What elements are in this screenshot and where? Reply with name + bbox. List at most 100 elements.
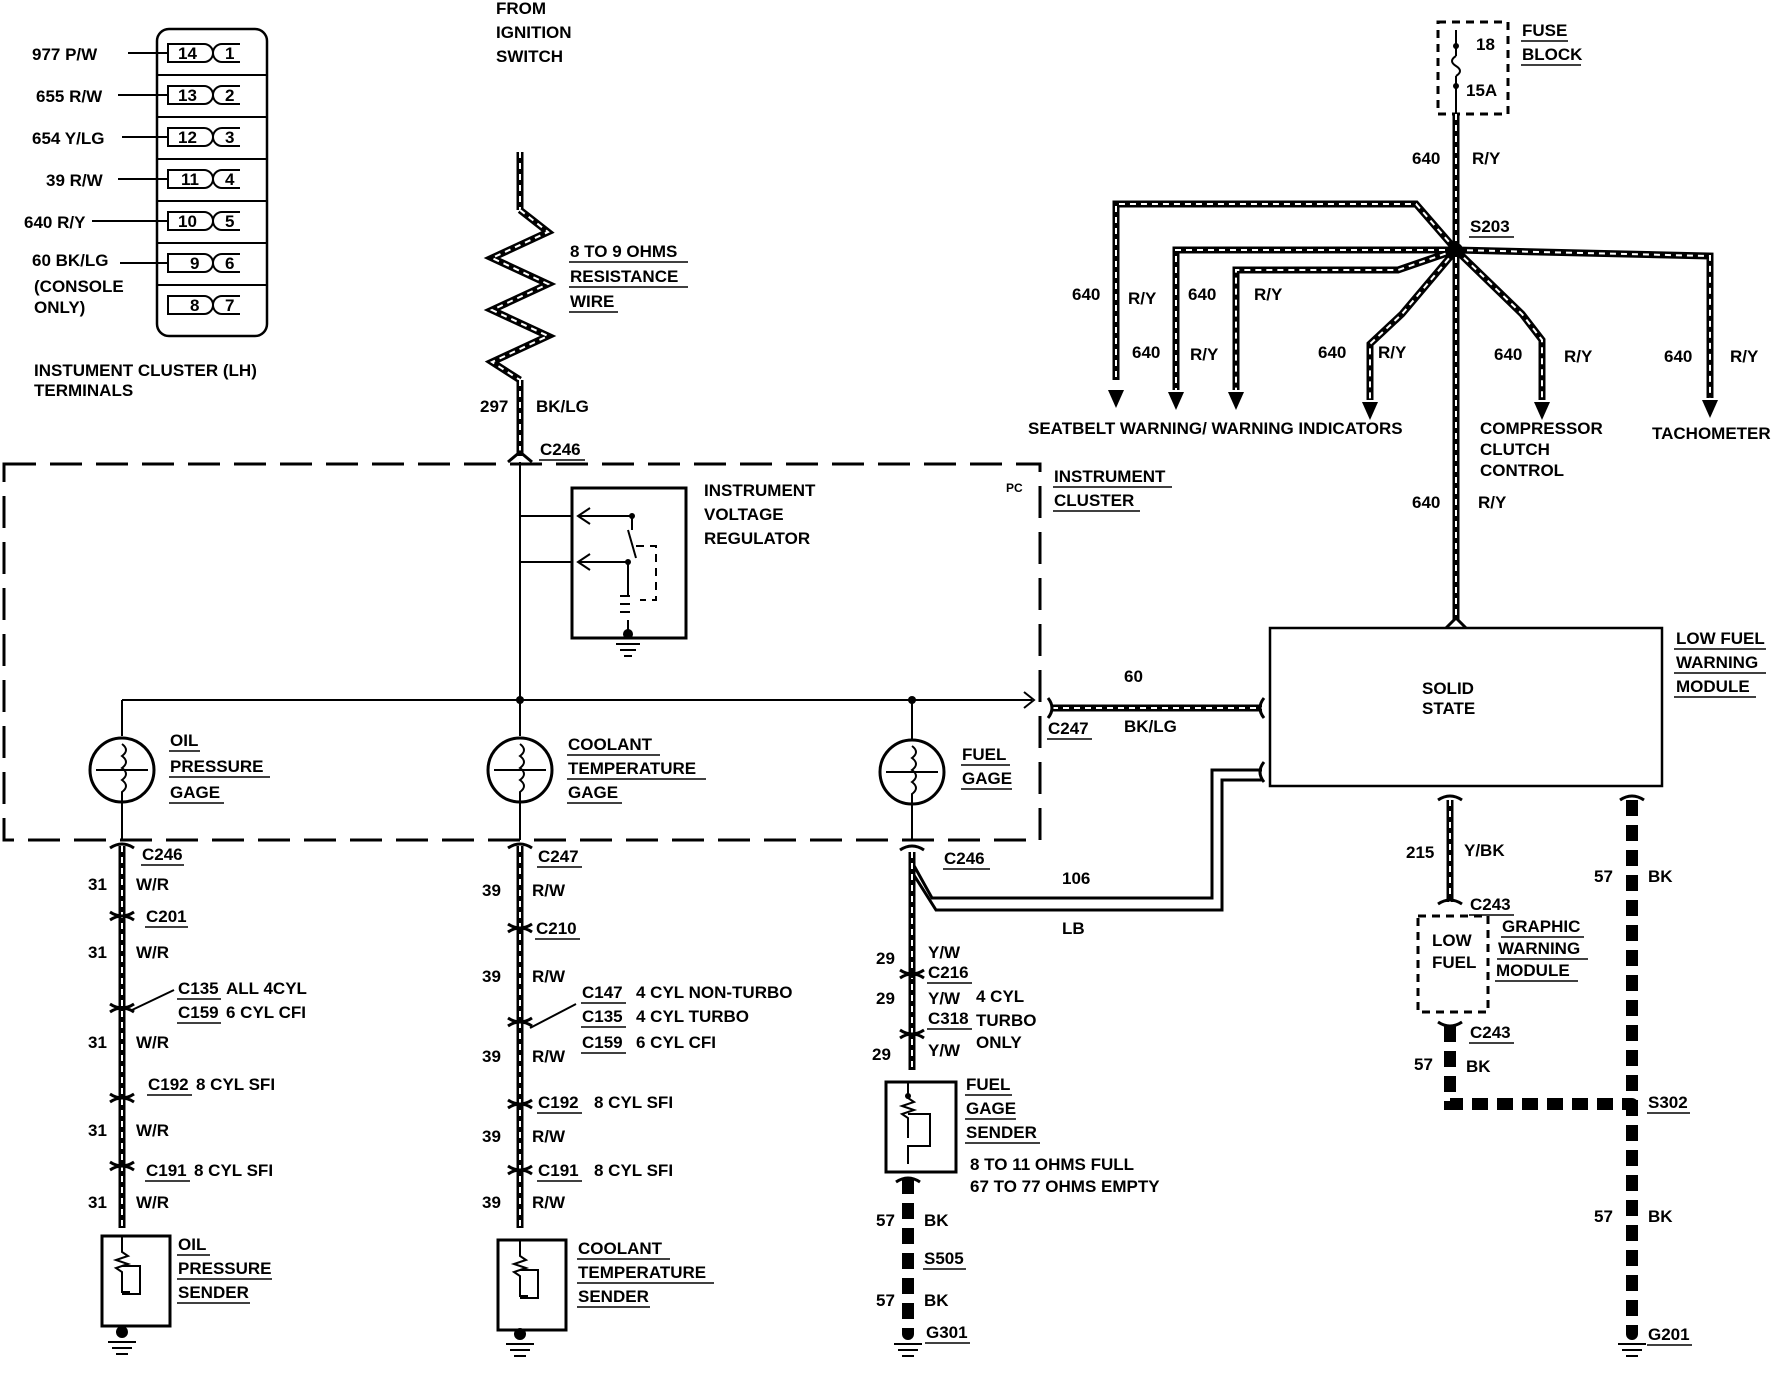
ignition-label: IGNITION — [496, 23, 572, 42]
fuse-block-label: BLOCK — [1522, 45, 1583, 64]
connector-id: C191 — [146, 1161, 187, 1180]
instrument-voltage-regulator: INSTRUMENT VOLTAGE REGULATOR — [519, 462, 816, 700]
connector-id: C135 — [582, 1007, 623, 1026]
connector-id: C247 — [1048, 719, 1089, 738]
connector-note: TURBO — [976, 1011, 1036, 1030]
coolant-temperature-circuit: COOLANT TEMPERATURE GAGE C247 C210 C147 … — [482, 700, 792, 1357]
fuse-block: 18 15A FUSE BLOCK — [1436, 20, 1583, 116]
console-note: ONLY) — [34, 298, 85, 317]
pin-9: 9 — [190, 254, 199, 273]
circuit-number: 640 — [1072, 285, 1100, 304]
circuit-number: 106 — [1062, 869, 1090, 888]
fuse-outline — [1436, 20, 1510, 116]
solid-state-box — [1268, 626, 1664, 788]
regulator-label: REGULATOR — [704, 529, 810, 548]
pin-6: 6 — [225, 254, 234, 273]
connector-id: C246 — [142, 845, 183, 864]
sender-label: SENDER — [178, 1283, 249, 1302]
fuel-gage-sender — [884, 1080, 958, 1174]
connector-note: 8 CYL SFI — [594, 1093, 673, 1112]
splice-id: S505 — [924, 1249, 964, 1268]
pin-7: 7 — [225, 296, 234, 315]
connector-note: 4 CYL — [976, 987, 1024, 1006]
connector-id: C135 — [178, 979, 219, 998]
cluster-connector: 14 13 12 11 10 9 8 1 2 3 4 5 6 7 977 P/W… — [24, 27, 269, 400]
graphic-module-display: FUEL — [1432, 953, 1476, 972]
wire-color: BK/LG — [536, 397, 589, 416]
gage-label: FUEL — [962, 745, 1006, 764]
circuit-number: 31 — [88, 1121, 107, 1140]
connector-id: C247 — [538, 847, 579, 866]
connector-id: C216 — [928, 963, 969, 982]
pin-13: 13 — [178, 86, 197, 105]
circuit-number: 57 — [876, 1211, 895, 1230]
pin-11: 11 — [181, 170, 199, 189]
connector-id: C246 — [944, 849, 985, 868]
load-label: CLUTCH — [1480, 440, 1550, 459]
connector-id: C246 — [540, 440, 581, 459]
wire-color: R/W — [532, 1193, 566, 1212]
wire-color: W/R — [136, 943, 169, 962]
sender-label: SENDER — [966, 1123, 1037, 1142]
connector-id: C192 — [538, 1093, 579, 1112]
graphic-module-label: MODULE — [1496, 961, 1570, 980]
sender-label: FUEL — [966, 1075, 1010, 1094]
circuit-number: 640 — [1132, 343, 1160, 362]
pin-wire-label: 60 BK/LG — [32, 251, 109, 270]
circuit-number: 39 — [482, 1047, 501, 1066]
connector-note: 8 CYL SFI — [196, 1075, 275, 1094]
circuit-number: 60 — [1124, 667, 1143, 686]
wire-color: W/R — [136, 1193, 169, 1212]
fuse-rating: 15A — [1466, 81, 1497, 100]
connector-note: ALL 4CYL — [226, 979, 307, 998]
connector-id: C191 — [538, 1161, 579, 1180]
module-label: SOLID — [1422, 679, 1474, 698]
wire-color: R/Y — [1254, 285, 1283, 304]
wire-color: BK — [924, 1291, 949, 1310]
pin-10: 10 — [178, 212, 197, 231]
wire-color: W/R — [136, 1033, 169, 1052]
oil-pressure-circuit: OIL PRESSURE GAGE C246 C201 C135 C159 C1… — [88, 700, 307, 1355]
wire-color: LB — [1062, 919, 1085, 938]
fuse-number: 18 — [1476, 35, 1495, 54]
graphic-warning-circuit: 215 Y/BK C243 LOW FUEL GRAPHIC WARNING M… — [1406, 794, 1692, 1357]
sender-label: COOLANT — [578, 1239, 663, 1258]
ignition-label: FROM — [496, 0, 546, 18]
sender-label: SENDER — [578, 1287, 649, 1306]
circuit-number: 215 — [1406, 843, 1434, 862]
circuit-number: 640 — [1412, 149, 1440, 168]
circuit-number: 57 — [1414, 1055, 1433, 1074]
load-label: CONTROL — [1480, 461, 1564, 480]
gage-label: TEMPERATURE — [568, 759, 696, 778]
wire-color: W/R — [136, 875, 169, 894]
circuit-number: 39 — [482, 1193, 501, 1212]
circuit-number: 640 — [1664, 347, 1692, 366]
wire-color: BK — [1466, 1057, 1491, 1076]
gage-label: COOLANT — [568, 735, 653, 754]
pin-8: 8 — [190, 296, 199, 315]
connector-id: C210 — [536, 919, 577, 938]
graphic-warning-module — [1416, 914, 1490, 1014]
coolant-temperature-sender — [496, 1238, 568, 1332]
pin-3: 3 — [225, 128, 234, 147]
wire-color: R/W — [532, 967, 566, 986]
circuit-number: 31 — [88, 1193, 107, 1212]
wire-color: R/Y — [1472, 149, 1501, 168]
cluster-label: CLUSTER — [1054, 491, 1134, 510]
cluster-label: INSTRUMENT — [1054, 467, 1166, 486]
pin-wire-label: 640 R/Y — [24, 213, 86, 232]
module-label: STATE — [1422, 699, 1475, 718]
module-name: MODULE — [1676, 677, 1750, 696]
circuit-number: 297 — [480, 397, 508, 416]
circuit-number: 29 — [872, 1045, 891, 1064]
graphic-module-label: GRAPHIC — [1502, 917, 1580, 936]
instrument-cluster-boundary — [2, 462, 1042, 842]
fuel-gage-circuit: FUEL GAGE C246 C216 C318 4 CYL TURBO ONL… — [872, 700, 1160, 1357]
connector-id: C159 — [178, 1003, 219, 1022]
wire-color: R/W — [532, 1127, 566, 1146]
sender-resistance: 8 TO 11 OHMS FULL — [970, 1155, 1134, 1174]
resistance-label: 8 TO 9 OHMS — [570, 242, 677, 261]
connector-id: C147 — [582, 983, 623, 1002]
gage-label: GAGE — [568, 783, 618, 802]
fuse-block-label: FUSE — [1522, 21, 1567, 40]
